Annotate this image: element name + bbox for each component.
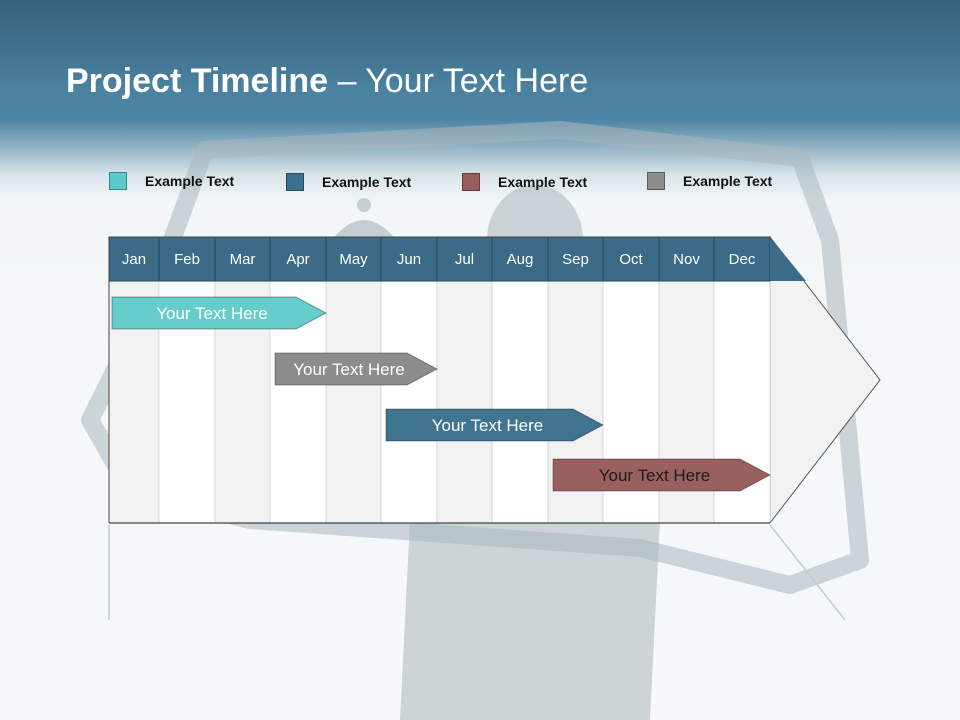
- month-header-may: [325, 236, 382, 282]
- timeline-bar-1: [111, 296, 328, 330]
- background-trophy-cup: [332, 220, 396, 240]
- month-label-apr: Apr: [286, 251, 309, 268]
- month-column-jun: [380, 280, 438, 524]
- timeline-bar-label-1: Your Text Here: [156, 304, 268, 323]
- timeline-bar-label-3: Your Text Here: [432, 416, 544, 435]
- legend-swatch-3: [462, 173, 480, 191]
- legend-item-3: Example Text: [462, 172, 587, 192]
- month-header-nov: [658, 236, 715, 282]
- month-header-jan: [108, 236, 160, 282]
- timeline-bar-label-4: Your Text Here: [599, 466, 711, 485]
- page-title-rest: – Your Text Here: [328, 62, 589, 100]
- legend-item-4: Example Text: [647, 171, 772, 191]
- month-header-feb: [158, 236, 216, 282]
- legend-label-3: Example Text: [498, 174, 588, 190]
- timeline-bar-2: [274, 352, 439, 386]
- month-label-oct: Oct: [619, 251, 643, 268]
- month-header-aug: [491, 236, 549, 282]
- month-label-jun: Jun: [397, 251, 421, 268]
- month-column-may: [325, 280, 382, 524]
- legend-item-1: Example Text: [109, 171, 234, 191]
- month-label-aug: Aug: [507, 251, 534, 268]
- month-label-feb: Feb: [174, 251, 200, 268]
- month-header-mar: [214, 236, 271, 282]
- month-header-dec: [713, 236, 771, 282]
- legend-item-2: Example Text: [286, 172, 411, 192]
- month-label-dec: Dec: [729, 251, 756, 268]
- month-label-jul: Jul: [455, 251, 474, 268]
- background-trophy-knob: [357, 198, 371, 212]
- month-header-oct: [602, 236, 660, 282]
- page-title: Project Timeline – Your Text Here: [66, 60, 588, 102]
- legend-swatch-4: [647, 172, 665, 190]
- legend-label-4: Example Text: [683, 173, 773, 189]
- legend-swatch-1: [109, 172, 127, 190]
- legend-label-1: Example Text: [145, 173, 235, 189]
- month-label-jan: Jan: [122, 251, 146, 268]
- timeline-bar-label-2: Your Text Here: [293, 360, 405, 379]
- timeline-bar-3: [385, 408, 605, 442]
- month-label-sep: Sep: [562, 251, 589, 268]
- legend-label-2: Example Text: [322, 174, 412, 190]
- page-title-bold: Project Timeline: [66, 62, 329, 100]
- month-label-nov: Nov: [673, 251, 700, 268]
- month-label-may: May: [339, 251, 368, 268]
- background-sign-frame: [81, 121, 869, 594]
- month-header-sep: [547, 236, 604, 282]
- month-label-mar: Mar: [230, 251, 256, 268]
- timeline-bar-4: [552, 458, 772, 492]
- legend-swatch-2: [286, 173, 304, 191]
- month-column-aug: [491, 280, 549, 524]
- reflection-line-right: [769, 524, 846, 621]
- month-column-jul: [436, 280, 493, 524]
- timeline-arrow-header-cap: [770, 237, 806, 281]
